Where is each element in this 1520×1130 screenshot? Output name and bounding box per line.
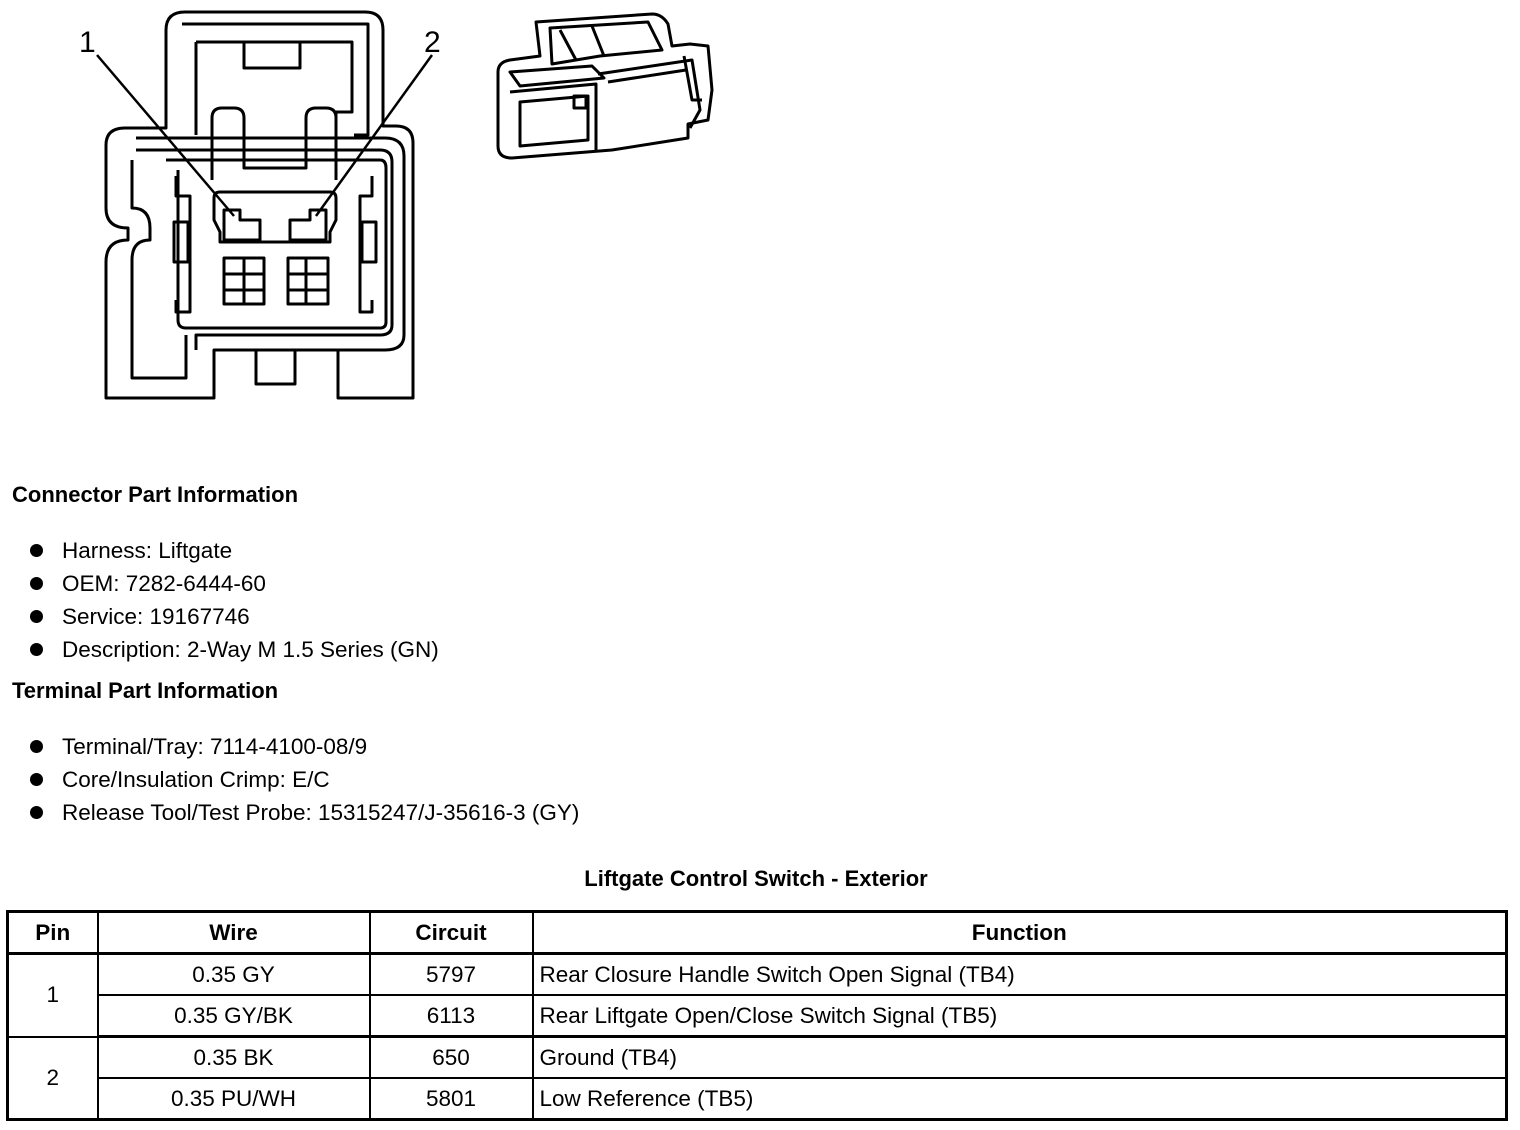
callout-1-leader: [96, 54, 235, 217]
table-header-row: Pin Wire Circuit Function: [6, 910, 1508, 955]
terminal-part-info-list: Terminal/Tray: 7114-4100-08/9 Core/Insul…: [30, 730, 579, 829]
wire-cell: 0.35 BK: [96, 1035, 371, 1079]
connector-diagram: 1 2: [79, 10, 714, 400]
pin-cell: 2: [6, 1035, 99, 1121]
callout-2-leader: [314, 54, 434, 217]
list-item: Release Tool/Test Probe: 15315247/J-3561…: [30, 796, 579, 829]
bullet-icon: [30, 643, 43, 656]
list-item: Service: 19167746: [30, 600, 439, 633]
connector-part-info-list: Harness: Liftgate OEM: 7282-6444-60 Serv…: [30, 534, 439, 666]
pin-cell: 1: [6, 952, 99, 1038]
wire-cell: 0.35 GY/BK: [96, 994, 371, 1038]
connector-part-info-heading: Connector Part Information: [12, 482, 299, 507]
function-cell: Low Reference (TB5): [531, 1077, 1508, 1121]
connector-side-view: [496, 12, 714, 160]
list-item: OEM: 7282-6444-60: [30, 567, 439, 600]
table-row: 0.35 PU/WH 5801 Low Reference (TB5): [8, 1077, 1508, 1121]
list-item: Terminal/Tray: 7114-4100-08/9: [30, 730, 579, 763]
function-cell: Rear Closure Handle Switch Open Signal (…: [531, 952, 1508, 996]
callout-2-label: 2: [424, 26, 441, 59]
table-row: 0.35 GY/BK 6113 Rear Liftgate Open/Close…: [8, 994, 1508, 1038]
circuit-cell: 5801: [368, 1077, 534, 1121]
list-item: Core/Insulation Crimp: E/C: [30, 763, 579, 796]
bullet-icon: [30, 740, 43, 753]
column-header-wire: Wire: [96, 910, 371, 955]
column-header-function: Function: [531, 910, 1508, 955]
bullet-icon: [30, 577, 43, 590]
connector-housing-outline: [104, 10, 415, 400]
table-row: 1 0.35 GY 5797 Rear Closure Handle Switc…: [6, 952, 1508, 1038]
bullet-icon: [30, 610, 43, 623]
bullet-icon: [30, 544, 43, 557]
wire-cell: 0.35 GY: [96, 952, 371, 996]
list-item: Description: 2-Way M 1.5 Series (GN): [30, 633, 439, 666]
wire-cell: 0.35 PU/WH: [96, 1077, 371, 1121]
bullet-icon: [30, 806, 43, 819]
list-item: Harness: Liftgate: [30, 534, 439, 567]
pin-table: Pin Wire Circuit Function 1 0.35 GY 5797…: [6, 910, 1508, 1121]
column-header-pin: Pin: [6, 910, 99, 955]
pin-table-title: Liftgate Control Switch - Exterior: [584, 866, 928, 891]
bullet-icon: [30, 773, 43, 786]
callout-1-label: 1: [79, 26, 96, 59]
terminal-part-info-heading: Terminal Part Information: [12, 678, 279, 703]
table-row: 2 0.35 BK 650 Ground (TB4): [6, 1035, 1508, 1121]
function-cell: Ground (TB4): [531, 1035, 1508, 1079]
circuit-cell: 650: [368, 1035, 534, 1079]
column-header-circuit: Circuit: [368, 910, 534, 955]
function-cell: Rear Liftgate Open/Close Switch Signal (…: [531, 994, 1508, 1038]
circuit-cell: 6113: [368, 994, 534, 1038]
circuit-cell: 5797: [368, 952, 534, 996]
